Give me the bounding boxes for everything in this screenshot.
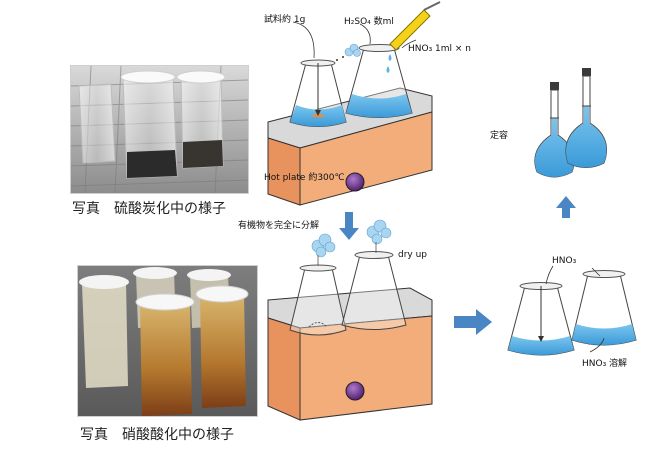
photo-sulfuric-image xyxy=(71,66,248,193)
volumetric-flask-right xyxy=(565,68,607,168)
h2so4-label: H₂SO₄ 数ml xyxy=(344,17,394,27)
volumetric-flask-left xyxy=(534,82,575,178)
arrow-down-icon xyxy=(339,212,359,240)
caption-text: 硫酸炭化中の様子 xyxy=(114,201,226,217)
caption-text: 硝酸酸化中の様子 xyxy=(122,427,234,443)
hno3-dissolve-label: HNO₃ 溶解 xyxy=(582,359,628,369)
fix-volume-label: 定容 xyxy=(490,131,509,141)
flask-hno3-left xyxy=(507,282,575,356)
hotplate-knob-icon xyxy=(345,381,365,401)
droplet-icon xyxy=(386,54,392,73)
sample-amount-label: 試料約 1g xyxy=(264,15,306,25)
photo-sulfuric-caption: 写真硫酸炭化中の様子 xyxy=(72,198,240,218)
flask-dry-left xyxy=(289,264,347,336)
vapor-icon xyxy=(344,43,361,57)
leader-h2so4 xyxy=(359,23,371,45)
arrow-up-icon xyxy=(556,196,576,218)
flask-dry-right xyxy=(341,251,407,330)
flask-sample xyxy=(289,59,347,127)
caption-prefix: 写真 xyxy=(80,427,108,443)
caption-prefix: 写真 xyxy=(72,201,100,217)
pipette-icon xyxy=(389,1,441,51)
hotplate-bottom xyxy=(267,287,433,421)
dry-up-label: dry up xyxy=(398,250,428,260)
decompose-label: 有機物を完全に分解 xyxy=(238,221,320,231)
leader-sample xyxy=(292,21,315,59)
photo-nitric-caption: 写真硝酸酸化中の様子 xyxy=(80,424,248,444)
leader-dissolve xyxy=(589,337,605,353)
hno3-addition-label: HNO₃ 1ml × n xyxy=(408,44,472,54)
leader-hno3-step3 xyxy=(545,265,554,285)
hotplate-knob-icon xyxy=(345,172,365,192)
photo-nitric-image xyxy=(78,266,257,416)
photo-sulfuric-carbonization xyxy=(70,65,249,194)
hno3-step3-label: HNO₃ xyxy=(552,256,577,266)
flask-reagent xyxy=(345,44,413,118)
arrow-right-icon xyxy=(454,309,492,335)
flask-hno3-right xyxy=(571,270,637,346)
photo-nitric-oxidation xyxy=(77,265,258,417)
leader-hno3 xyxy=(401,39,417,49)
vapor-cloud-icon xyxy=(311,219,392,258)
hotplate-temp-label: Hot plate 約300℃ xyxy=(264,173,345,183)
